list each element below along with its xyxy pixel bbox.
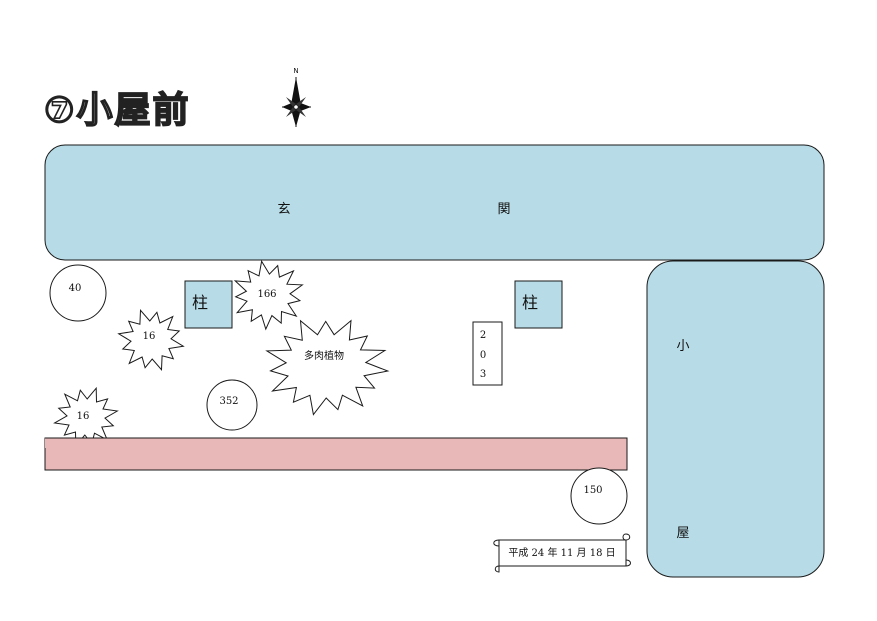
pillar-left-label: 柱	[192, 293, 208, 312]
shed-building	[646, 260, 825, 578]
page-title: ⑦小屋前	[44, 90, 190, 131]
shrub-burst-succulent	[265, 319, 390, 416]
shrub-burst-166	[233, 259, 304, 331]
signpost-char-3: 3	[480, 369, 486, 380]
shed-label-2: 屋	[676, 526, 689, 541]
date-scroll-text: 平成 24 年 11 月 18 日	[508, 546, 615, 559]
date-scroll: 平成 24 年 11 月 18 日	[493, 533, 631, 573]
pillar-left	[184, 280, 233, 329]
signpost-char-2: 0	[480, 350, 486, 361]
entrance-label-2: 関	[497, 202, 510, 217]
flower-bed	[44, 437, 628, 471]
pillar-right	[514, 280, 563, 329]
shrub-burst-166-label: 166	[257, 289, 276, 300]
compass-icon: N	[282, 67, 311, 127]
shrub-burst-succulent-label: 多肉植物	[304, 349, 344, 362]
plant-circle-352-label: 352	[219, 396, 238, 407]
plant-circle-150	[570, 467, 628, 525]
shrub-burst-16-lower-label: 16	[77, 411, 90, 422]
pillar-right-label: 柱	[522, 293, 538, 312]
shrub-burst-16-upper	[117, 309, 185, 371]
entrance-label-1: 玄	[277, 202, 290, 217]
entrance-building	[44, 144, 825, 261]
plant-circle-40	[49, 264, 107, 322]
plant-circle-352	[206, 379, 258, 431]
signpost-char-1: 2	[480, 330, 486, 341]
plant-circle-40-label: 40	[69, 283, 82, 294]
compass-north-label: N	[293, 67, 298, 75]
shrub-burst-16-upper-label: 16	[143, 331, 156, 342]
signpost	[472, 321, 503, 386]
shed-label-1: 小	[676, 339, 689, 354]
plant-circle-150-label: 150	[583, 485, 602, 496]
